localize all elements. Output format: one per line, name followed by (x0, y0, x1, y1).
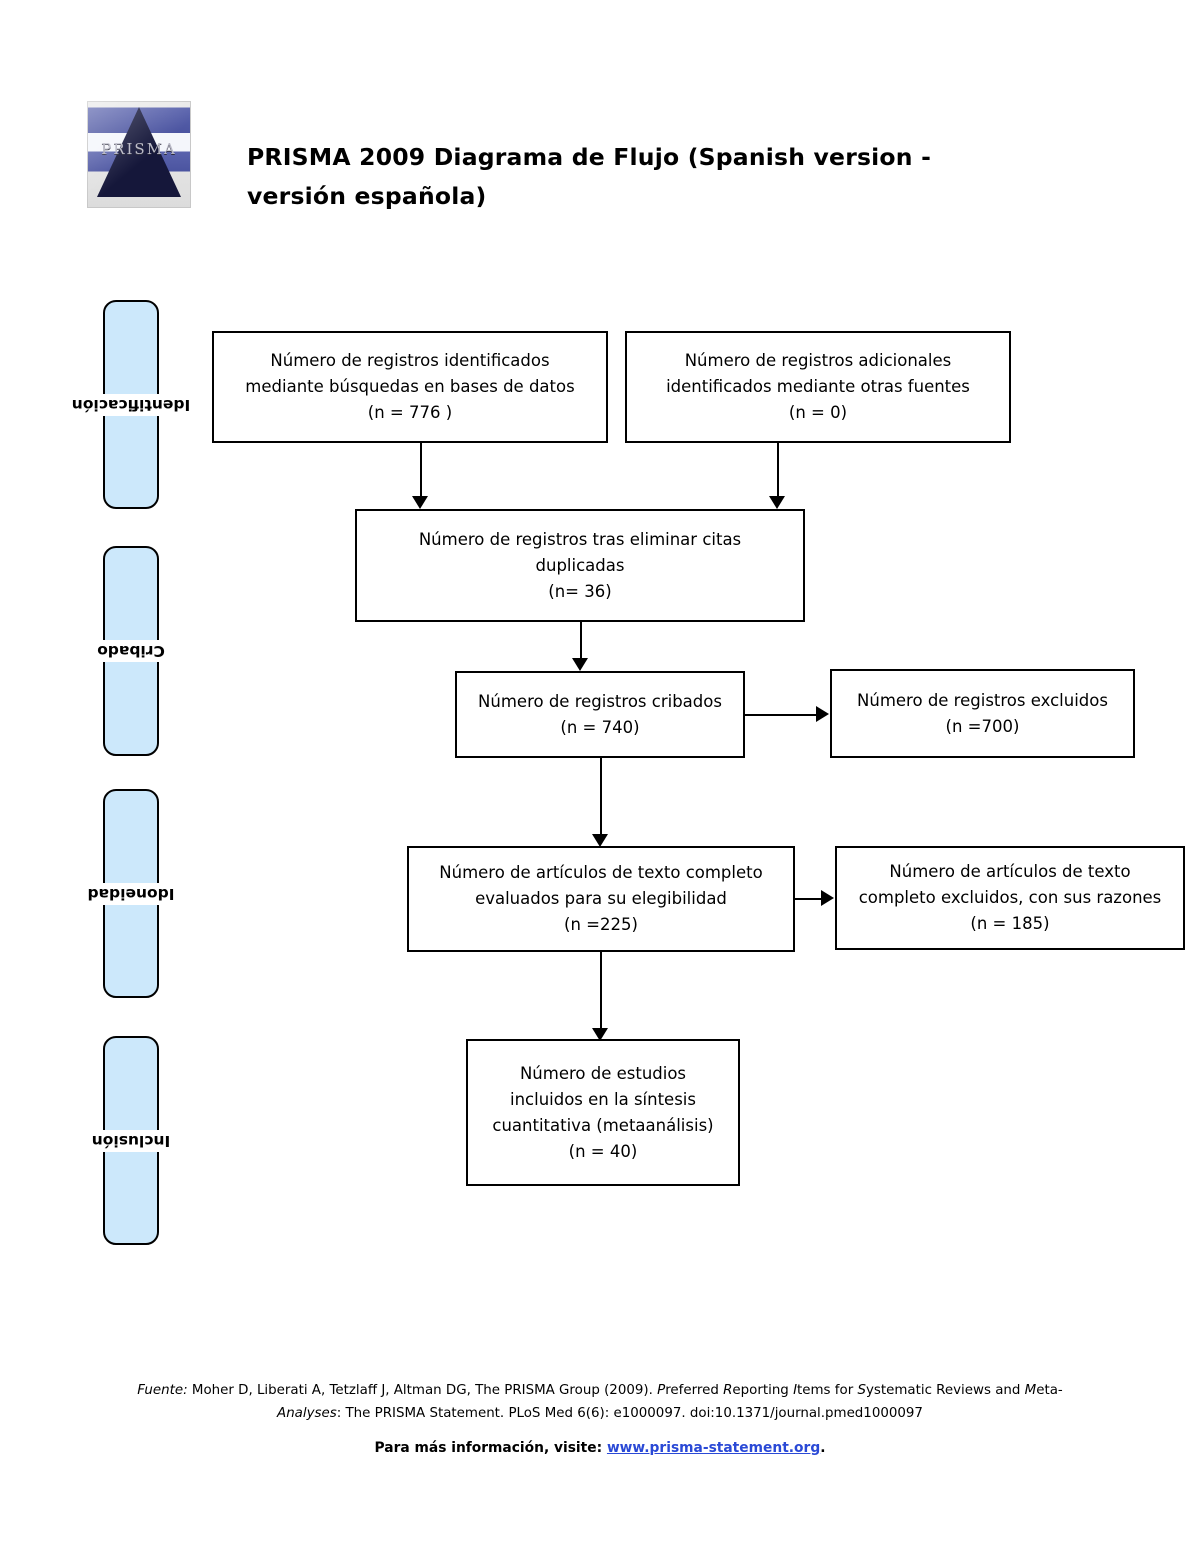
prisma-logo-wordmark: PRISMA (87, 140, 191, 158)
arrowhead-other-sources-to-duplicates (769, 496, 785, 509)
stage-bar-idoneidad: Idoneidad (85, 789, 177, 998)
connector-fulltext-to-excluded (795, 898, 823, 900)
connector-other-sources-to-duplicates (777, 443, 779, 498)
stage-label-inclusion: Inclusión (89, 1129, 173, 1152)
footer-citation-tems: tems for (797, 1383, 858, 1398)
prisma-logo-icon: PRISMA (87, 101, 191, 208)
arrowhead-databases-to-duplicates (412, 496, 428, 509)
stage-bar-inclusion: Inclusión (89, 1036, 173, 1245)
stage-bar-identificacion: Identificación (69, 300, 193, 509)
arrowhead-screened-to-fulltext (592, 834, 608, 847)
footer-source-label: Fuente: (137, 1383, 188, 1398)
footer-citation-s: S (857, 1383, 866, 1398)
box-records-identified-other-sources: Número de registros adicionales identifi… (625, 331, 1011, 443)
pyramid-shape-icon (97, 107, 181, 198)
connector-databases-to-duplicates (420, 443, 422, 498)
footer-citation-eporting: eporting (732, 1383, 794, 1398)
connector-screened-to-excluded (745, 714, 817, 716)
arrowhead-duplicates-to-screened (572, 658, 588, 671)
footer-citation: Fuente: Moher D, Liberati A, Tetzlaff J,… (108, 1379, 1092, 1425)
footer-citation-authors: Moher D, Liberati A, Tetzlaff J, Altman … (187, 1383, 658, 1398)
page-title: PRISMA 2009 Diagrama de Flujo (Spanish v… (247, 143, 932, 210)
prisma-statement-link[interactable]: www.prisma-statement.org (606, 1440, 821, 1456)
stage-label-idoneidad: Idoneidad (85, 882, 177, 905)
arrowhead-fulltext-to-excluded (821, 890, 834, 906)
stage-label-identificacion: Identificación (69, 393, 193, 416)
footer-citation-m: M (1024, 1383, 1037, 1398)
footer-citation-referred: referred (665, 1383, 724, 1398)
stage-label-cribado: Cribado (95, 640, 167, 662)
box-records-screened: Número de registros cribados (n = 740) (455, 671, 745, 758)
footer-more-info-text: Para más información, visite: (374, 1440, 607, 1456)
footer-citation-i: I (793, 1383, 798, 1398)
box-duplicates-removed: Número de registros tras eliminar citas … (355, 509, 805, 622)
connector-duplicates-to-screened (580, 622, 582, 660)
box-records-identified-databases: Número de registros identificados median… (212, 331, 608, 443)
arrowhead-fulltext-to-included (592, 1028, 608, 1041)
box-fulltext-assessed: Número de artículos de texto completo ev… (407, 846, 795, 952)
footer-citation-doi: : The PRISMA Statement. PLoS Med 6(6): e… (336, 1406, 923, 1421)
arrowhead-screened-to-excluded (816, 706, 829, 722)
footer-more-info-line: Para más información, visite: www.prisma… (108, 1440, 1092, 1456)
box-records-excluded: Número de registros excluidos (n =700) (830, 669, 1135, 758)
footer-citation-ystematic: ystematic Reviews and (865, 1383, 1025, 1398)
footer-citation-r: R (723, 1383, 733, 1398)
footer-citation-eta: eta- (1036, 1383, 1063, 1398)
logo-gloss-overlay (87, 101, 191, 208)
connector-fulltext-to-included (600, 952, 602, 1030)
stage-bar-cribado: Cribado (95, 546, 167, 756)
box-fulltext-excluded: Número de artículos de texto completo ex… (835, 846, 1185, 950)
connector-screened-to-fulltext (600, 758, 602, 836)
footer-citation-p: P (657, 1383, 666, 1398)
footer-citation-analyses: Analyses (277, 1406, 337, 1421)
box-studies-included-quantitative: Número de estudios incluidos en la sínte… (466, 1039, 740, 1186)
footer-more-info-suffix: . (820, 1440, 826, 1456)
